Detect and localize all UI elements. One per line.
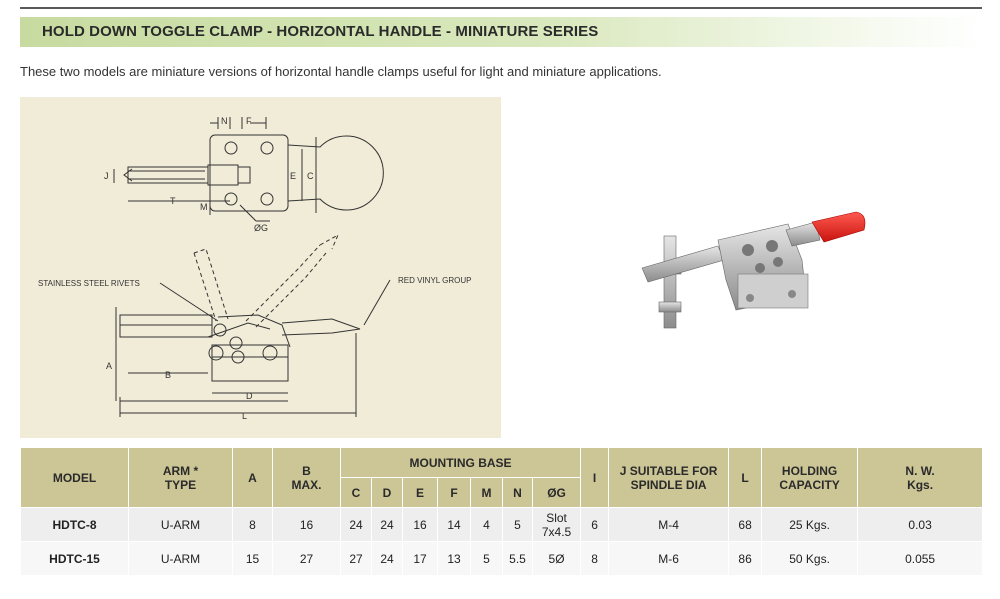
- cell-m: 4: [470, 507, 503, 542]
- top-view-labels: N F E C J T M ØG: [104, 116, 314, 233]
- header-e: E: [402, 477, 438, 508]
- technical-drawing: N F E C J T M ØG: [20, 97, 501, 438]
- cell-l: 68: [728, 507, 763, 542]
- header-a: A: [232, 447, 273, 508]
- side-view-labels: A B D L STAINLESS STEEL RIVETS RED VINYL…: [38, 276, 472, 421]
- header-f: F: [437, 477, 471, 508]
- cell-nw: 0.055: [857, 541, 984, 576]
- dim-l-label: L: [242, 411, 247, 421]
- side-view: [115, 233, 391, 417]
- dim-m-label: M: [200, 202, 208, 212]
- dim-d-label: D: [246, 391, 253, 401]
- description: These two models are miniature versions …: [20, 64, 662, 79]
- cell-d: 24: [371, 541, 403, 576]
- cell-nw: 0.03: [857, 507, 984, 542]
- header-arm-type: ARM * TYPE: [128, 447, 233, 508]
- cell-f: 13: [437, 541, 471, 576]
- header-i: I: [580, 447, 610, 508]
- rivets-label: STAINLESS STEEL RIVETS: [38, 279, 140, 288]
- header-c: C: [340, 477, 372, 508]
- cell-e: 16: [402, 507, 438, 542]
- cell-i: 8: [580, 541, 610, 576]
- cell-n: 5.5: [502, 541, 533, 576]
- cell-m: 5: [470, 541, 503, 576]
- cell-model: HDTC-15: [20, 541, 129, 576]
- title-bar: HOLD DOWN TOGGLE CLAMP - HORIZONTAL HAND…: [20, 17, 982, 47]
- header-l: L: [728, 447, 763, 508]
- cell-model: HDTC-8: [20, 507, 129, 542]
- header-nw: N. W. Kgs.: [857, 447, 984, 508]
- top-view: [113, 117, 384, 222]
- cell-capacity: 50 Kgs.: [761, 541, 859, 576]
- dim-c-label: C: [307, 171, 314, 181]
- header-model: MODEL: [20, 447, 129, 508]
- header-n: N: [502, 477, 533, 508]
- header-b-max: B MAX.: [272, 447, 341, 508]
- header-mounting-base: MOUNTING BASE: [339, 447, 582, 478]
- cell-capacity: 25 Kgs.: [761, 507, 859, 542]
- cell-arm: U-ARM: [128, 541, 233, 576]
- cell-i: 6: [580, 507, 610, 542]
- dim-g-label: ØG: [254, 223, 268, 233]
- cell-l: 86: [728, 541, 763, 576]
- cell-j: M-6: [608, 541, 730, 576]
- cell-c: 24: [340, 507, 372, 542]
- spec-table: MODEL ARM * TYPE A B MAX. MOUNTING BASE …: [20, 447, 984, 576]
- cell-a: 8: [232, 507, 273, 542]
- cell-g: 5Ø: [531, 541, 582, 576]
- cell-d: 24: [371, 507, 403, 542]
- dim-b-label: B: [165, 370, 171, 380]
- product-photo: [620, 200, 880, 340]
- header-j-spindle: J SUITABLE FOR SPINDLE DIA: [608, 447, 730, 508]
- grip-label: RED VINYL GROUP: [398, 276, 472, 285]
- header-g: ØG: [531, 477, 582, 508]
- cell-arm: U-ARM: [128, 507, 233, 542]
- dim-j-label: J: [104, 171, 109, 181]
- cell-j: M-4: [608, 507, 730, 542]
- page-title: HOLD DOWN TOGGLE CLAMP - HORIZONTAL HAND…: [42, 23, 599, 40]
- header-holding-capacity: HOLDING CAPACITY: [761, 447, 859, 508]
- top-rule: [20, 7, 982, 9]
- dim-t-label: T: [170, 196, 176, 206]
- dim-e-label: E: [290, 171, 296, 181]
- cell-b: 27: [272, 541, 341, 576]
- dim-f-label: F: [246, 116, 252, 126]
- cell-g: Slot 7x4.5: [531, 507, 582, 542]
- table-row: HDTC-8 U-ARM 8 16 24 24 16 14 4 5 Slot 7…: [20, 507, 984, 542]
- cell-f: 14: [437, 507, 471, 542]
- cell-a: 15: [232, 541, 273, 576]
- header-d: D: [371, 477, 403, 508]
- cell-c: 27: [340, 541, 372, 576]
- header-m: M: [470, 477, 503, 508]
- cell-b: 16: [272, 507, 341, 542]
- dim-n-label: N: [221, 116, 228, 126]
- table-row: HDTC-15 U-ARM 15 27 27 24 17 13 5 5.5 5Ø…: [20, 541, 984, 576]
- cell-e: 17: [402, 541, 438, 576]
- cell-n: 5: [502, 507, 533, 542]
- dim-a-label: A: [106, 361, 112, 371]
